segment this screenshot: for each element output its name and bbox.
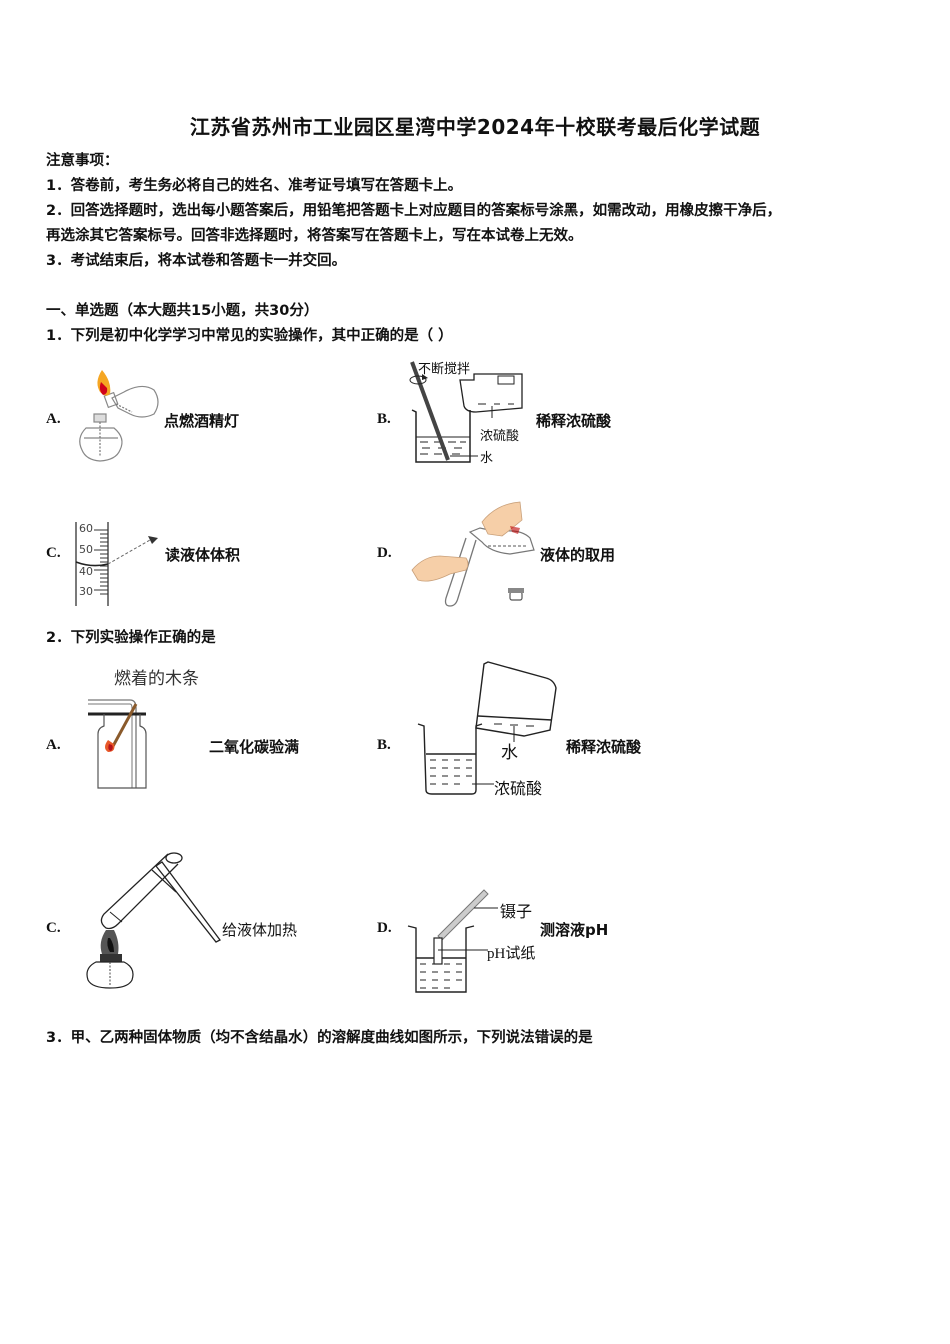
q1c-tick-40: 40	[79, 565, 93, 578]
q2-option-d-caption: 测溶液pH	[540, 921, 609, 939]
q1-option-a-letter: A.	[46, 411, 61, 427]
q2-option-c-letter: C.	[46, 920, 61, 936]
q1b-label-water: 水	[480, 451, 494, 466]
q1-option-d-caption: 液体的取用	[540, 546, 616, 564]
q2b-label-acid: 浓硫酸	[494, 779, 543, 798]
ph-test-diagram	[407, 889, 498, 993]
q2d-label-tweezers: 镊子	[500, 902, 533, 921]
q1c-tick-60: 60	[79, 522, 93, 535]
q2-option-b-letter: B.	[377, 737, 391, 753]
dilute-acid-pouring-diagram	[417, 661, 557, 795]
q1-option-b-caption: 稀释浓硫酸	[536, 412, 612, 430]
q2-option-b-caption: 稀释浓硫酸	[566, 738, 642, 756]
q1-option-c-caption: 读液体体积	[165, 546, 241, 564]
question-2-stem: 2．下列实验操作正确的是	[46, 630, 216, 646]
q2-option-c-caption: 给液体加热	[222, 921, 298, 939]
q1c-tick-50: 50	[79, 543, 93, 556]
question-1-stem: 1．下列是初中化学学习中常见的实验操作，其中正确的是（ ）	[46, 328, 453, 344]
q2-option-a-letter: A.	[46, 737, 61, 753]
notice-item-2-cont: 再选涂其它答案标号。回答非选择题时，将答案写在答题卡上，写在本试卷上无效。	[46, 228, 583, 244]
q2a-label-burning-stick: 燃着的木条	[114, 669, 199, 689]
q1-option-b-letter: B.	[377, 411, 391, 427]
q1-option-a-caption: 点燃酒精灯	[164, 412, 240, 430]
q2-option-a-caption: 二氧化碳验满	[209, 738, 300, 756]
page-title: 江苏省苏州市工业园区星湾中学2024年十校联考最后化学试题	[189, 115, 761, 139]
section-heading: 一、单选题（本大题共15小题，共30分）	[46, 303, 319, 319]
notice-item-3: 3．考试结束后，将本试卷和答题卡一并交回。	[46, 253, 347, 269]
graduated-cylinder-reading-diagram	[75, 522, 158, 606]
dilute-acid-stirring-diagram	[409, 361, 523, 463]
alcohol-lamp-lighting-icon	[79, 370, 159, 462]
q2d-label-ph-paper: pH试纸	[487, 946, 536, 962]
q2-option-d-letter: D.	[377, 920, 392, 936]
q1c-tick-30: 30	[79, 585, 93, 598]
notice-heading: 注意事项：	[46, 153, 119, 169]
notice-item-2: 2．回答选择题时，选出每小题答案后，用铅笔把答题卡上对应题目的答案标号涂黑，如需…	[46, 203, 782, 219]
heating-liquid-diagram	[86, 852, 221, 989]
q1-option-c-letter: C.	[46, 545, 61, 561]
q2b-label-water: 水	[501, 743, 518, 763]
question-3-stem: 3．甲、乙两种固体物质（均不含结晶水）的溶解度曲线如图所示，下列说法错误的是	[46, 1030, 593, 1046]
q1b-label-stir: 不断搅拌	[418, 362, 471, 377]
q1-option-d-letter: D.	[377, 545, 392, 561]
q1b-label-acid: 浓硫酸	[480, 429, 520, 444]
liquid-pouring-diagram	[411, 501, 535, 607]
co2-collection-test-diagram	[88, 699, 147, 789]
notice-item-1: 1．答卷前，考生务必将自己的姓名、准考证号填写在答题卡上。	[46, 178, 463, 194]
